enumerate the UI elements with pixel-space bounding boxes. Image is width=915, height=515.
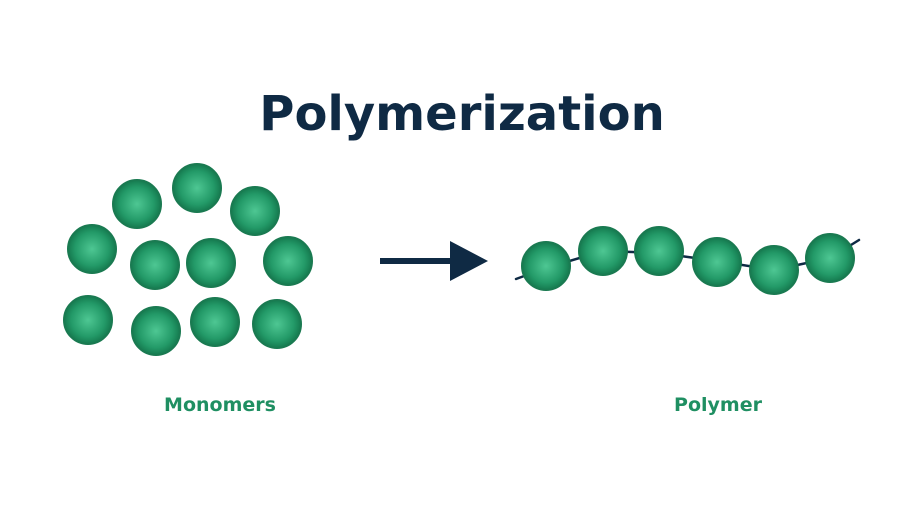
monomer-sphere-icon <box>190 297 240 347</box>
polymer-unit-sphere-icon <box>634 226 684 276</box>
monomers-cluster <box>63 163 313 356</box>
monomers-label: Monomers <box>164 394 276 416</box>
monomer-sphere-icon <box>131 306 181 356</box>
polymer-unit-sphere-icon <box>749 245 799 295</box>
monomer-sphere-icon <box>186 238 236 288</box>
diagram-title: Polymerization <box>259 86 664 142</box>
monomer-sphere-icon <box>63 295 113 345</box>
polymer-unit-sphere-icon <box>692 237 742 287</box>
polymer-chain <box>514 226 861 295</box>
polymer-label: Polymer <box>674 394 763 416</box>
monomer-sphere-icon <box>230 186 280 236</box>
monomer-sphere-icon <box>252 299 302 349</box>
reaction-arrow-icon <box>380 241 488 281</box>
polymer-unit-sphere-icon <box>805 233 855 283</box>
monomer-sphere-icon <box>263 236 313 286</box>
monomer-sphere-icon <box>172 163 222 213</box>
monomer-sphere-icon <box>112 179 162 229</box>
polymer-unit-sphere-icon <box>521 241 571 291</box>
monomer-sphere-icon <box>67 224 117 274</box>
polymer-unit-sphere-icon <box>578 226 628 276</box>
monomer-sphere-icon <box>130 240 180 290</box>
